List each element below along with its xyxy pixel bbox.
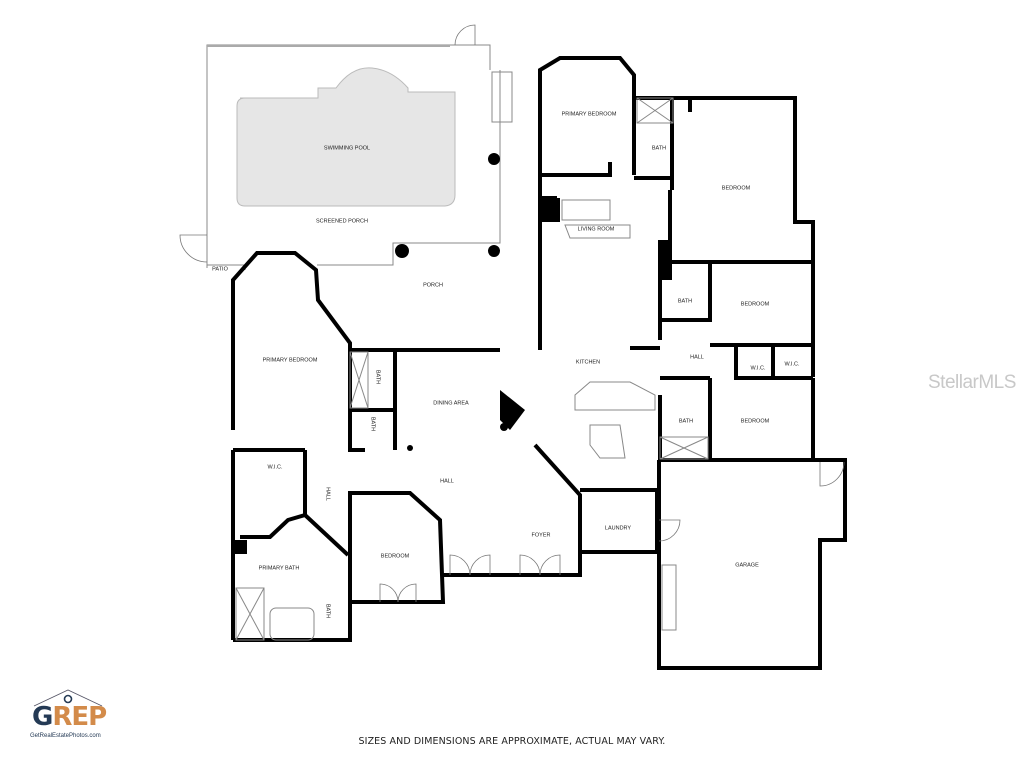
label-bath-east1: BATH bbox=[678, 298, 692, 304]
label-hall-west: HALL bbox=[325, 487, 331, 501]
label-bath-west2: BATH bbox=[370, 417, 376, 431]
label-dining-area: DINING AREA bbox=[433, 400, 469, 406]
label-bedroom-ne: BEDROOM bbox=[722, 185, 751, 191]
disclaimer: SIZES AND DIMENSIONS ARE APPROXIMATE, AC… bbox=[358, 736, 666, 747]
label-bath-sw: BATH bbox=[325, 604, 331, 618]
logo-wordmark: GREP bbox=[32, 702, 107, 732]
swimming-pool bbox=[236, 67, 456, 207]
label-garage: GARAGE bbox=[735, 562, 759, 568]
house-roof-icon bbox=[33, 689, 103, 707]
watermark: StellarMLS bbox=[928, 372, 1016, 393]
label-bath-top: BATH bbox=[652, 145, 666, 151]
label-wic-west: W.I.C. bbox=[268, 464, 283, 470]
label-living-room: LIVING ROOM bbox=[578, 226, 615, 232]
label-bath-west1: BATH bbox=[375, 370, 381, 384]
label-wic-east2: W.I.C. bbox=[785, 361, 800, 367]
grep-logo: GREP GetRealEstatePhotos.com bbox=[28, 688, 114, 748]
label-foyer: FOYER bbox=[532, 532, 551, 538]
fixtures bbox=[235, 71, 845, 641]
logo-url: GetRealEstatePhotos.com bbox=[30, 733, 101, 739]
label-screened-porch: SCREENED PORCH bbox=[316, 218, 368, 224]
label-primary-bedroom-west: PRIMARY BEDROOM bbox=[263, 357, 318, 363]
label-swimming-pool: SWIMMING POOL bbox=[324, 145, 370, 151]
label-hall-center: HALL bbox=[440, 478, 454, 484]
label-bedroom-east2: BEDROOM bbox=[741, 418, 770, 424]
screened-porch-enclosure bbox=[179, 24, 501, 270]
label-primary-bath: PRIMARY BATH bbox=[259, 565, 300, 571]
label-wic-east1: W.I.C. bbox=[751, 365, 766, 371]
label-patio: PATIO bbox=[212, 266, 228, 272]
label-primary-bedroom-top: PRIMARY BEDROOM bbox=[562, 111, 617, 117]
room-labels: SWIMMING POOL SCREENED PORCH PATIO PORCH… bbox=[212, 111, 800, 618]
label-bedroom-south: BEDROOM bbox=[381, 553, 410, 559]
label-bedroom-east1: BEDROOM bbox=[741, 301, 770, 307]
label-kitchen: KITCHEN bbox=[576, 359, 600, 365]
walls bbox=[231, 56, 847, 670]
label-bath-east2: BATH bbox=[679, 418, 693, 424]
label-laundry: LAUNDRY bbox=[605, 525, 632, 531]
label-hall-east: HALL bbox=[690, 354, 704, 360]
label-porch: PORCH bbox=[423, 282, 443, 288]
